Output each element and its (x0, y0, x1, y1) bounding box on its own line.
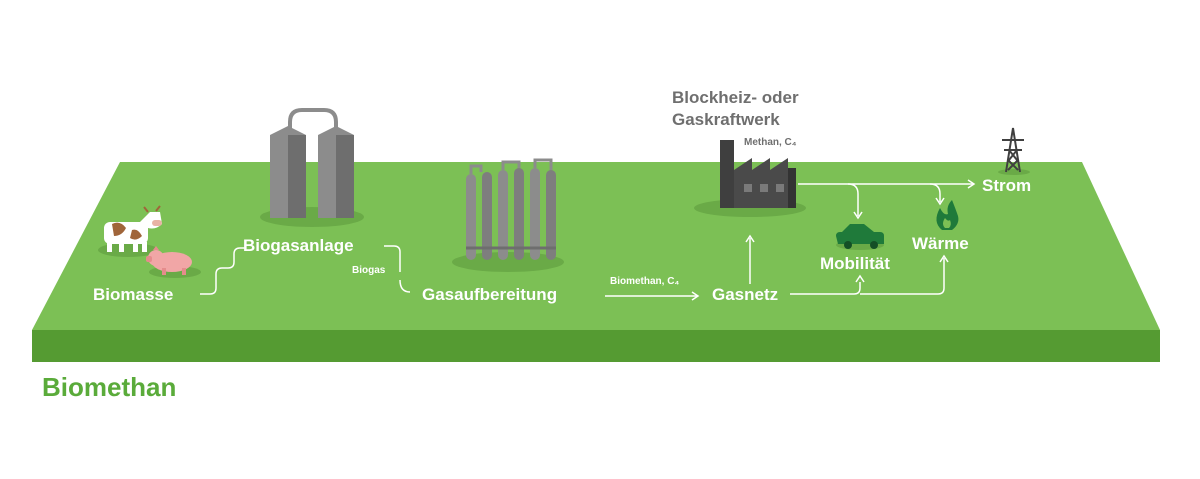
power-pylon-icon (1002, 127, 1024, 173)
ground-top (32, 162, 1160, 330)
pig-icon (146, 246, 192, 275)
node-mobilitaet: Mobilität (820, 254, 890, 273)
diagram-title: Biomethan (42, 372, 177, 402)
car-icon (836, 224, 884, 249)
node-gasnetz: Gasnetz (712, 285, 779, 304)
ground-side (32, 330, 1160, 362)
node-waerme: Wärme (912, 234, 969, 253)
cow-icon (104, 205, 162, 252)
edge-label-methan: Methan, C₄ (744, 137, 797, 148)
gas-upgrading-icon (466, 158, 556, 260)
node-kraftwerk-line2: Gaskraftwerk (672, 110, 780, 129)
flame-icon (936, 200, 959, 230)
flow-arrows (200, 179, 976, 301)
silo-icon (270, 108, 354, 218)
node-biomasse: Biomasse (93, 285, 174, 304)
edge-label-biomethan: Biomethan, C₄ (610, 276, 680, 287)
node-gasaufbereitung: Gasaufbereitung (422, 285, 558, 304)
edge-label-biogas: Biogas (352, 265, 386, 276)
node-kraftwerk-line1: Blockheiz- oder (672, 88, 799, 107)
node-biogasanlage: Biogasanlage (243, 236, 354, 255)
factory-icon (720, 140, 796, 208)
node-strom: Strom (982, 176, 1032, 195)
